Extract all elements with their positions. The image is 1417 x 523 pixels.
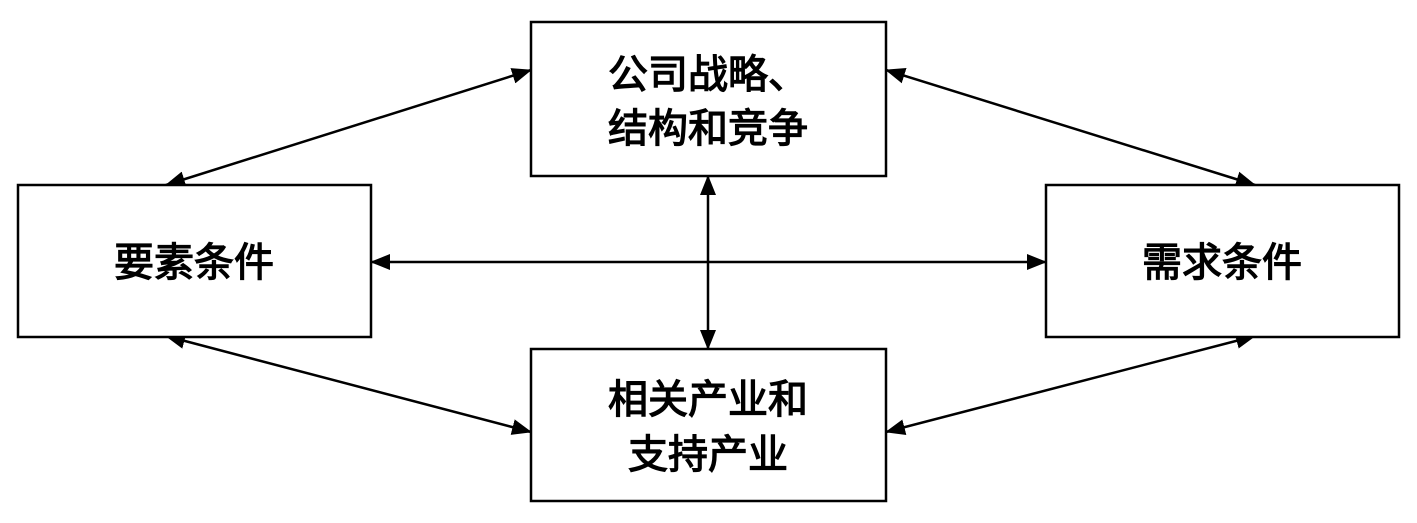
node-strategy-label-line-2: 结构和竞争 (608, 106, 808, 152)
node-factor: 要素条件 (16, 183, 373, 339)
edge-strategy-demand (885, 68, 1256, 187)
node-demand-label: 需求条件 (1142, 240, 1302, 286)
node-related-label-line-1: 相关产业和 (608, 377, 808, 423)
node-related-label-line-2: 支持产业 (628, 432, 788, 478)
node-strategy-box (529, 20, 888, 178)
node-strategy: 公司战略、 结构和竞争 (529, 20, 888, 178)
node-related: 相关产业和 支持产业 (529, 347, 888, 503)
node-demand-box (1044, 183, 1401, 339)
node-related-box (529, 347, 888, 503)
node-demand: 需求条件 (1044, 183, 1401, 339)
edge-strategy-factor (165, 68, 532, 187)
edge-demand-related (885, 333, 1256, 435)
edge-factor-related (165, 333, 532, 435)
node-factor-box (16, 183, 373, 339)
node-strategy-label-line-1: 公司战略、 (608, 52, 808, 98)
connectors (165, 68, 1256, 435)
node-factor-label: 要素条件 (114, 240, 274, 286)
